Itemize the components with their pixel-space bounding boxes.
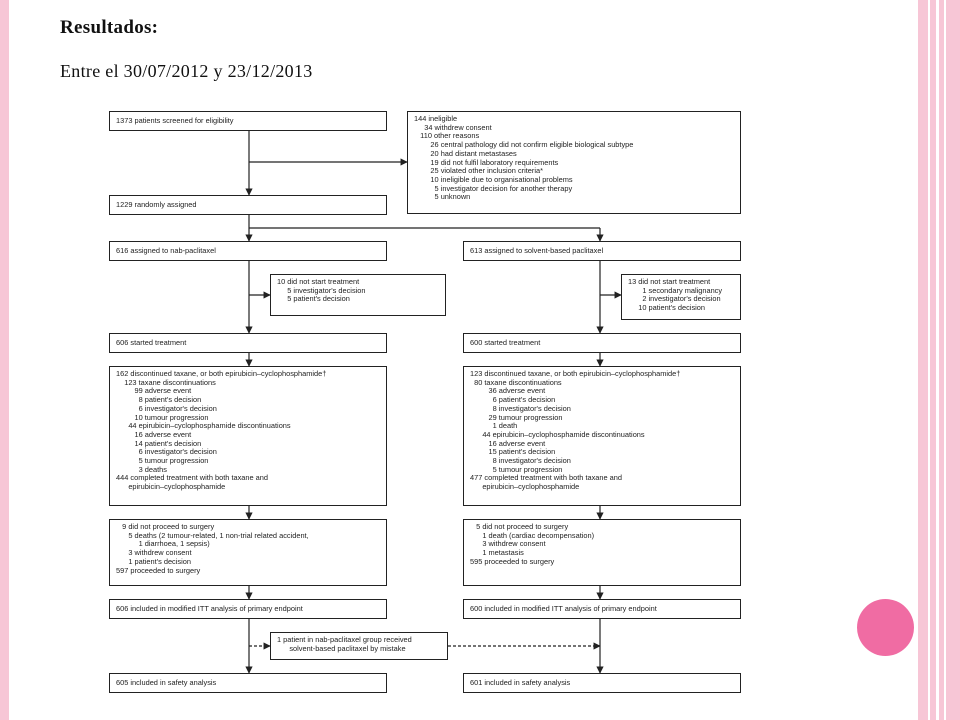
nab-started-box: 606 started treatment	[109, 333, 387, 353]
ineligible-box: 144 ineligible 34 withdrew consent 110 o…	[407, 111, 741, 214]
nab-surgery-box: 9 did not proceed to surgery 5 deaths (2…	[109, 519, 387, 586]
slide-right-stripe-line	[944, 0, 946, 720]
sb-not-started-box: 13 did not start treatment 1 secondary m…	[621, 274, 741, 320]
slide-subtitle: Entre el 30/07/2012 y 23/12/2013	[60, 61, 313, 81]
nab-assigned-box: 616 assigned to nab-paclitaxel	[109, 241, 387, 261]
sb-assigned-box: 613 assigned to solvent-based paclitaxel	[463, 241, 741, 261]
sb-surgery-box: 5 did not proceed to surgery 1 death (ca…	[463, 519, 741, 586]
slide-right-stripe-line	[928, 0, 930, 720]
nab-discontinued-box: 162 discontinued taxane, or both epirubi…	[109, 366, 387, 506]
sb-safety-box: 601 included in safety analysis	[463, 673, 741, 693]
sb-started-box: 600 started treatment	[463, 333, 741, 353]
nab-not-started-box: 10 did not start treatment 5 investigato…	[270, 274, 446, 316]
nab-safety-box: 605 included in safety analysis	[109, 673, 387, 693]
slide-title: Resultados:	[60, 17, 159, 38]
slide-right-stripe	[918, 0, 960, 720]
randomised-box: 1229 randomly assigned	[109, 195, 387, 215]
sb-discontinued-box: 123 discontinued taxane, or both epirubi…	[463, 366, 741, 506]
nab-itt-box: 606 included in modified ITT analysis of…	[109, 599, 387, 619]
crossover-box: 1 patient in nab-paclitaxel group receiv…	[270, 632, 448, 660]
sb-itt-box: 600 included in modified ITT analysis of…	[463, 599, 741, 619]
slide-right-stripe-line	[936, 0, 939, 720]
slide-left-border	[0, 0, 9, 720]
decorative-pink-circle	[857, 599, 914, 656]
screened-box: 1373 patients screened for eligibility	[109, 111, 387, 131]
